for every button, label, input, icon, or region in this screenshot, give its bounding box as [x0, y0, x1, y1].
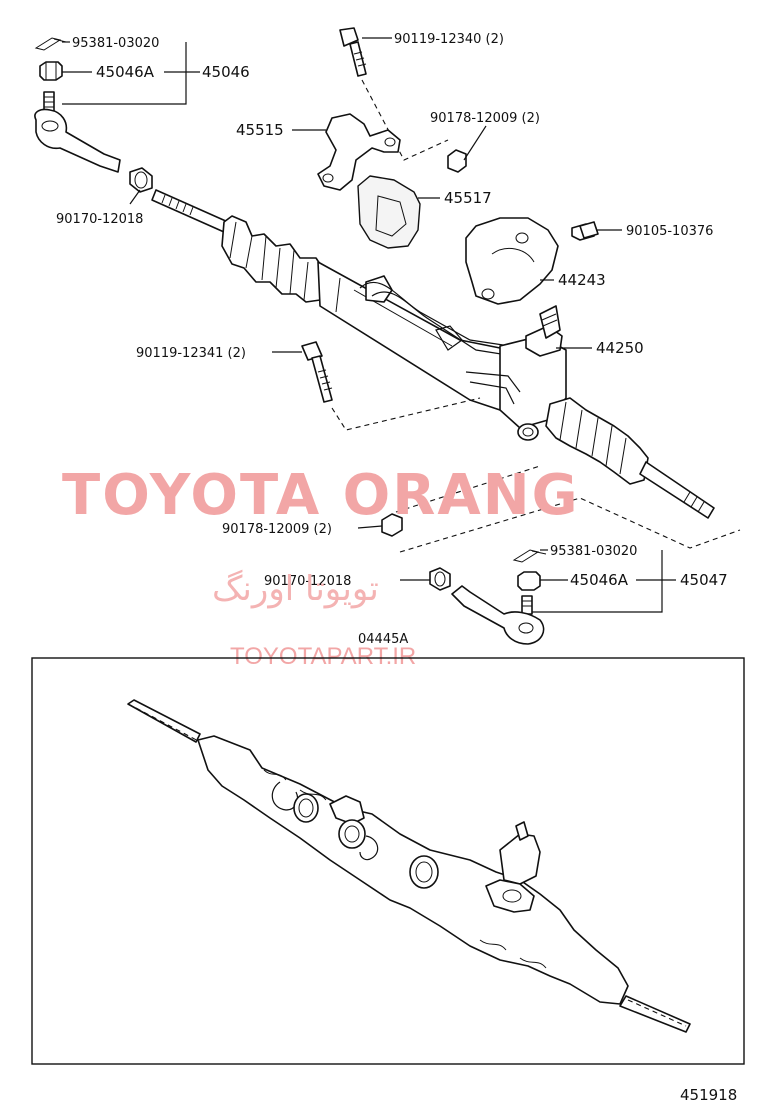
cotter-pin-bottom-icon [512, 549, 547, 563]
boot-clamp-top-icon [129, 167, 153, 193]
kit-seal-mid-icon [338, 819, 366, 849]
watermark-persian: تویوتا اورنگ [212, 569, 379, 609]
watermark-title: TOYOTA ORANG [62, 463, 580, 528]
cotter-pin-top-icon [34, 37, 67, 51]
cover-44243 [465, 217, 559, 305]
label-tie-rod-end-top: 45046 [202, 63, 250, 81]
bolt-cover-icon [571, 221, 599, 241]
label-cotter-pin-top: 95381-03020 [72, 36, 159, 51]
steering-rack [151, 189, 715, 519]
nut-bracket-icon [447, 149, 467, 173]
label-cover: 44243 [558, 271, 606, 289]
kit-gasket-icon [485, 879, 535, 913]
label-gear-assy: 44250 [596, 339, 644, 357]
label-bracket: 45515 [236, 121, 284, 139]
label-nut-bottom: 90178-12009 (2) [222, 522, 332, 537]
label-kit: 04445A [358, 632, 408, 647]
boot-clamp-bottom-icon [429, 567, 451, 591]
bolt-left-icon [301, 341, 333, 403]
label-cotter-pin-bottom: 95381-03020 [550, 544, 637, 559]
nut-bottom-icon [381, 513, 403, 537]
leader-lines [62, 37, 676, 613]
label-nut-bottom-right: 45046A [570, 571, 629, 589]
label-boot-clamp-top: 90170-12018 [56, 212, 143, 227]
kit-rack-outline [127, 699, 691, 1033]
kit-seal-left-icon [293, 793, 319, 823]
label-bushing: 45517 [444, 189, 492, 207]
kit-bracket-icon [329, 795, 365, 825]
bushing-45517 [357, 175, 421, 249]
label-tie-rod-end-bottom: 45047 [680, 571, 728, 589]
bolt-top-icon [339, 27, 367, 77]
label-bolt-cover: 90105-10376 [626, 224, 713, 239]
label-bolt-top: 90119-12340 (2) [394, 32, 504, 47]
label-bolt-left: 90119-12341 (2) [136, 346, 246, 361]
figure-number: 451918 [680, 1086, 737, 1104]
label-boot-clamp-bottom: 90170-12018 [264, 574, 351, 589]
kit-box [31, 657, 745, 1065]
nut-top-icon [39, 61, 63, 81]
label-nut-top: 45046A [96, 63, 155, 81]
label-nut-bracket: 90178-12009 (2) [430, 111, 540, 126]
kit-snap-ring-right-icon [359, 835, 379, 861]
tie-rod-end-bottom [451, 585, 545, 645]
nut-bottom-right-icon [517, 571, 541, 591]
tie-rod-end-top [34, 91, 121, 173]
bracket-45515 [317, 113, 401, 191]
watermark-url: TOYOTAPART.IR [230, 643, 416, 670]
kit-seal-right-icon [409, 855, 439, 889]
